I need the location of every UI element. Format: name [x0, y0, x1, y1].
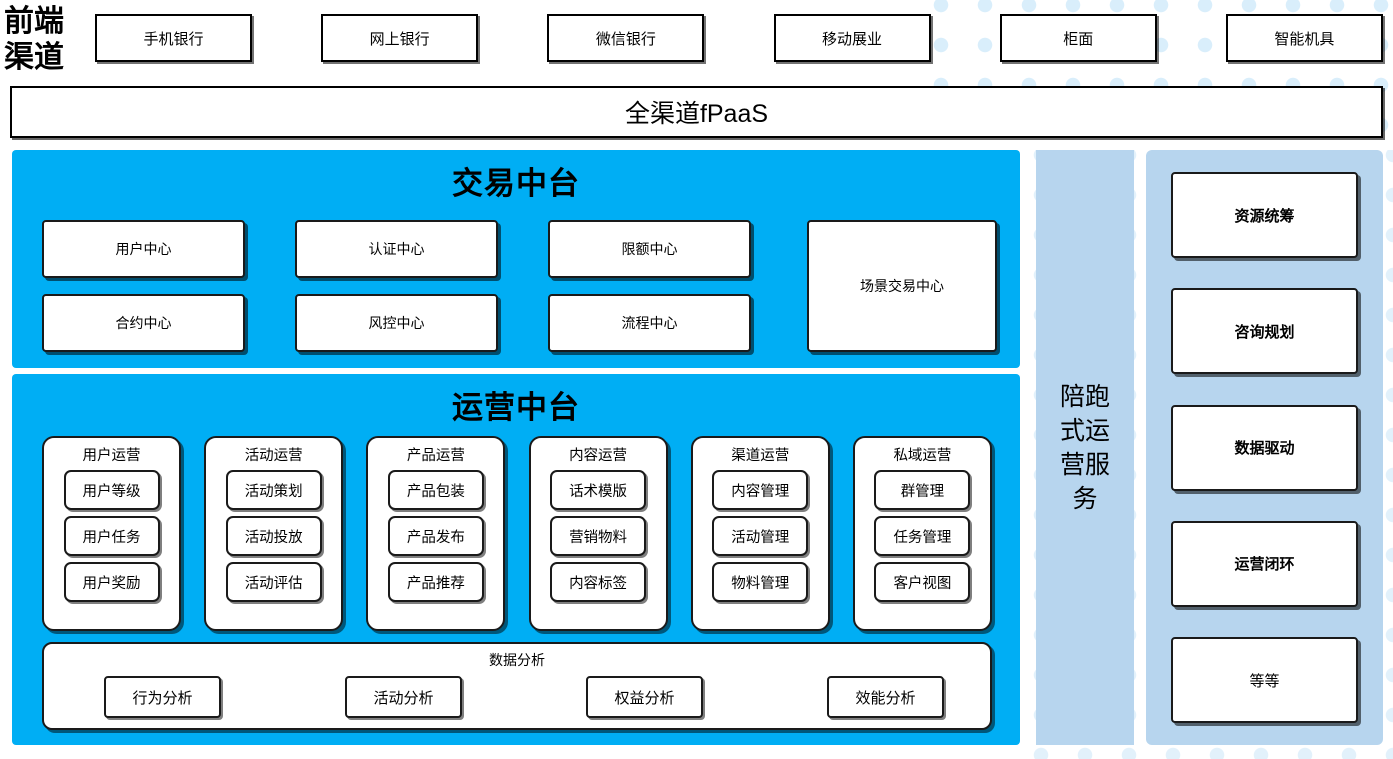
channel-label-text: 手机银行 — [143, 30, 204, 48]
ops-item[interactable]: 活动策划 — [225, 470, 322, 510]
channel-box-counter[interactable]: 柜面 — [999, 14, 1157, 62]
trade-box-label: 用户中心 — [115, 241, 172, 257]
trade-box-label: 合约中心 — [115, 315, 172, 331]
ops-item[interactable]: 话术模版 — [550, 470, 647, 510]
ops-item[interactable]: 活动评估 — [225, 562, 322, 602]
capability-box-etc[interactable]: 等等 — [1171, 637, 1358, 723]
trade-box-label: 风控中心 — [368, 315, 425, 331]
ops-item[interactable]: 营销物料 — [550, 516, 647, 556]
ops-card-title: 私域运营 — [893, 448, 952, 464]
ops-card-content-operation[interactable]: 内容运营 话术模版 营销物料 内容标签 — [528, 436, 668, 631]
channel-box-wechat-bank[interactable]: 微信银行 — [547, 14, 705, 62]
ops-item[interactable]: 产品发布 — [387, 516, 484, 556]
capability-box-data-driven[interactable]: 数据驱动 — [1171, 404, 1358, 491]
ops-card-title: 活动运营 — [244, 448, 303, 464]
channel-box-mobile-bank[interactable]: 手机银行 — [95, 14, 252, 62]
ops-item[interactable]: 用户任务 — [63, 516, 160, 556]
fpaas-bar[interactable]: 全渠道fPaaS — [10, 86, 1383, 138]
trade-platform-grid: 用户中心 认证中心 限额中心 合约中心 风控中心 流程中心 场景交易中心 — [42, 220, 997, 352]
analysis-item-efficiency[interactable]: 效能分析 — [827, 676, 944, 718]
analysis-item-activity[interactable]: 活动分析 — [345, 676, 462, 718]
trade-box-label: 流程中心 — [621, 315, 678, 331]
ops-item[interactable]: 内容管理 — [712, 470, 809, 510]
trade-platform-panel: 交易中台 用户中心 认证中心 限额中心 合约中心 风控中心 流程中心 场景交易中… — [12, 150, 1020, 368]
accompanying-service-label: 陪跑式运营服务 — [1059, 382, 1110, 513]
trade-box-label: 限额中心 — [621, 241, 678, 257]
fpaas-label: 全渠道fPaaS — [624, 100, 769, 128]
channel-box-smart-machine[interactable]: 智能机具 — [1225, 14, 1383, 62]
ops-item[interactable]: 内容标签 — [550, 562, 647, 602]
ops-item[interactable]: 物料管理 — [712, 562, 809, 602]
trade-box-contract-center[interactable]: 合约中心 — [42, 294, 245, 352]
ops-card-title: 用户运营 — [82, 448, 141, 464]
trade-box-label: 认证中心 — [368, 241, 425, 257]
trade-box-process-center[interactable]: 流程中心 — [548, 294, 751, 352]
accompanying-service-column: 陪跑式运营服务 — [1036, 150, 1134, 745]
data-analysis-card: 数据分析 行为分析 活动分析 权益分析 效能分析 — [42, 642, 992, 730]
analysis-item-rights[interactable]: 权益分析 — [586, 676, 703, 718]
trade-box-scenario-trade-center[interactable]: 场景交易中心 — [807, 220, 997, 352]
frontend-channel-row: 手机银行 网上银行 微信银行 移动展业 柜面 智能机具 — [95, 14, 1383, 62]
frontend-channel-label: 前端 渠道 — [4, 5, 64, 74]
operations-columns: 用户运营 用户等级 用户任务 用户奖励 活动运营 活动策划 活动投放 活动评估 … — [42, 436, 992, 631]
channel-box-online-bank[interactable]: 网上银行 — [321, 14, 479, 62]
ops-card-channel-operation[interactable]: 渠道运营 内容管理 活动管理 物料管理 — [690, 436, 830, 631]
data-analysis-items: 行为分析 活动分析 权益分析 效能分析 — [104, 676, 944, 718]
ops-item[interactable]: 产品包装 — [387, 470, 484, 510]
ops-card-activity-operation[interactable]: 活动运营 活动策划 活动投放 活动评估 — [204, 436, 344, 631]
ops-item[interactable]: 产品推荐 — [387, 562, 484, 602]
trade-box-label: 场景交易中心 — [860, 278, 944, 294]
trade-platform-title: 交易中台 — [452, 166, 580, 201]
ops-card-title: 内容运营 — [569, 448, 628, 464]
capability-box-resource-coordination[interactable]: 资源统筹 — [1171, 172, 1358, 258]
trade-box-risk-center[interactable]: 风控中心 — [295, 294, 498, 352]
operations-platform-panel: 运营中台 用户运营 用户等级 用户任务 用户奖励 活动运营 活动策划 活动投放 … — [12, 374, 1020, 745]
channel-label-text: 微信银行 — [595, 30, 656, 48]
data-analysis-title: 数据分析 — [489, 652, 545, 668]
trade-box-user-center[interactable]: 用户中心 — [42, 220, 245, 278]
ops-item[interactable]: 活动管理 — [712, 516, 809, 556]
ops-item[interactable]: 任务管理 — [874, 516, 971, 556]
capability-box-operation-closed-loop[interactable]: 运营闭环 — [1171, 520, 1358, 607]
operations-platform-title: 运营中台 — [452, 390, 580, 425]
channel-label-text: 柜面 — [1063, 30, 1094, 48]
trade-box-auth-center[interactable]: 认证中心 — [295, 220, 498, 278]
analysis-item-behavior[interactable]: 行为分析 — [104, 676, 221, 718]
capability-column: 资源统筹 咨询规划 数据驱动 运营闭环 等等 — [1146, 150, 1383, 745]
ops-card-user-operation[interactable]: 用户运营 用户等级 用户任务 用户奖励 — [42, 436, 181, 631]
ops-item[interactable]: 活动投放 — [225, 516, 322, 556]
ops-item[interactable]: 用户等级 — [63, 470, 160, 510]
ops-card-product-operation[interactable]: 产品运营 产品包装 产品发布 产品推荐 — [366, 436, 506, 631]
capability-box-consulting-planning[interactable]: 咨询规划 — [1171, 288, 1358, 375]
ops-card-private-domain-operation[interactable]: 私域运营 群管理 任务管理 客户视图 — [852, 436, 992, 631]
channel-label-text: 智能机具 — [1274, 30, 1335, 48]
trade-box-limit-center[interactable]: 限额中心 — [548, 220, 751, 278]
ops-item[interactable]: 群管理 — [874, 470, 971, 510]
ops-card-title: 渠道运营 — [731, 448, 790, 464]
channel-label-text: 网上银行 — [369, 30, 430, 48]
ops-item[interactable]: 用户奖励 — [63, 562, 160, 602]
ops-item[interactable]: 客户视图 — [874, 562, 971, 602]
channel-box-mobile-business[interactable]: 移动展业 — [773, 14, 931, 62]
channel-label-text: 移动展业 — [822, 30, 883, 48]
ops-card-title: 产品运营 — [406, 448, 465, 464]
